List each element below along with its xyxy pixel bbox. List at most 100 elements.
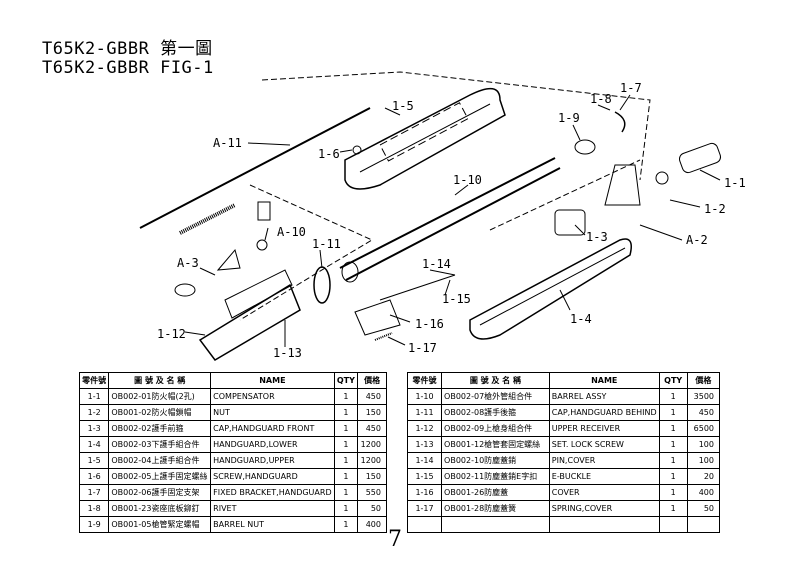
qty-cell: 1 xyxy=(658,484,688,501)
qty-cell: 1 xyxy=(333,388,359,405)
qty-cell: 1 xyxy=(333,404,359,421)
qty-cell: 1 xyxy=(333,500,359,517)
name-cell: PIN,COVER xyxy=(548,452,660,469)
code-name-cell: OB002-09上槍身組合件 xyxy=(441,420,550,437)
dust-cover xyxy=(354,299,401,336)
col-qty: QTY xyxy=(658,372,688,389)
code-name-cell: OB002-04上護手組合件 xyxy=(108,452,212,469)
price-cell: 400 xyxy=(686,484,721,501)
col-code-name: 圖 號 及 名 稱 xyxy=(441,372,550,389)
handguard-front-cap xyxy=(554,209,586,236)
callout-1-3: 1-3 xyxy=(586,230,608,244)
callout-1-8: 1-8 xyxy=(590,92,612,106)
name-cell: SET. LOCK SCREW xyxy=(548,436,660,453)
col-code-name: 圖 號 及 名 稱 xyxy=(108,372,212,389)
assembly-outline-right xyxy=(489,159,641,231)
price-cell: 150 xyxy=(357,404,387,421)
sight-screw xyxy=(256,239,268,251)
diagram-title-chinese: T65K2-GBBR 第一圖 xyxy=(42,39,213,59)
name-cell: COMPENSATOR xyxy=(210,388,335,405)
cover-pin xyxy=(379,274,456,301)
qty-cell: 1 xyxy=(658,436,688,453)
part-no-cell: 1-3 xyxy=(78,420,110,437)
callout-1-6: 1-6 xyxy=(318,147,340,161)
col-name: NAME xyxy=(548,372,660,389)
front-sight-base xyxy=(604,164,641,206)
qty-cell: 1 xyxy=(333,420,359,437)
code-name-cell: OB001-26防塵蓋 xyxy=(441,484,550,501)
callout-1-16: 1-16 xyxy=(415,317,444,331)
code-name-cell: OB002-03下護手組合件 xyxy=(108,436,212,453)
name-cell: COVER xyxy=(548,484,660,501)
name-cell: BARREL ASSY xyxy=(548,388,660,405)
name-cell: BARREL NUT xyxy=(210,516,335,533)
callout-a2: A-2 xyxy=(686,233,708,247)
callout-1-4: 1-4 xyxy=(570,312,592,326)
callout-a11: A-11 xyxy=(213,136,242,150)
part-no-cell: 1-15 xyxy=(406,468,443,485)
qty-cell: 1 xyxy=(658,468,688,485)
part-no-cell: 1-5 xyxy=(78,452,110,469)
price-cell xyxy=(686,516,721,533)
price-cell: 450 xyxy=(357,420,387,437)
cover-spring xyxy=(374,332,393,341)
code-name-cell: OB001-28防塵蓋簧 xyxy=(441,500,550,517)
callout-1-2: 1-2 xyxy=(704,202,726,216)
code-name-cell: OB002-08護手後箍 xyxy=(441,404,550,421)
callout-1-13: 1-13 xyxy=(273,346,302,360)
assembly-outline-top xyxy=(261,71,651,181)
rear-sight-aperture xyxy=(216,248,241,271)
code-name-cell: OB001-02防火帽鎖帽 xyxy=(108,404,212,421)
part-no-cell: 1-17 xyxy=(406,500,443,517)
code-name-cell xyxy=(441,516,550,533)
callout-1-12: 1-12 xyxy=(157,327,186,341)
callout-1-17: 1-17 xyxy=(408,341,437,355)
part-no-cell: 1-16 xyxy=(406,484,443,501)
name-cell: NUT xyxy=(210,404,335,421)
col-price: 價格 xyxy=(357,372,387,389)
price-cell: 150 xyxy=(357,468,387,485)
name-cell: HANDGUARD,UPPER xyxy=(210,452,335,469)
diagram-title-english: T65K2-GBBR FIG-1 xyxy=(42,58,214,78)
name-cell: UPPER RECEIVER xyxy=(548,420,660,437)
name-cell xyxy=(548,516,660,533)
part-no-cell: 1-2 xyxy=(78,404,110,421)
code-name-cell: OB002-06護手固定支架 xyxy=(108,484,212,501)
callout-1-1: 1-1 xyxy=(724,176,746,190)
code-name-cell: OB002-05上護手固定螺絲 xyxy=(108,468,212,485)
code-name-cell: OB002-10防塵蓋銷 xyxy=(441,452,550,469)
rod-spring xyxy=(179,203,236,235)
price-cell: 50 xyxy=(686,500,721,517)
qty-cell: 1 xyxy=(658,420,688,437)
assembly-outline-left xyxy=(239,184,374,321)
qty-cell: 1 xyxy=(658,388,688,405)
code-name-cell: OB002-01防火帽(2孔) xyxy=(108,388,212,405)
part-no-cell: 1-10 xyxy=(406,388,443,405)
col-part-no: 零件號 xyxy=(78,372,110,389)
qty-cell: 1 xyxy=(658,452,688,469)
part-no-cell xyxy=(406,516,443,533)
col-price: 價格 xyxy=(686,372,721,389)
code-name-cell: OB002-02護手前箍 xyxy=(108,420,212,437)
barrel-assembly xyxy=(339,157,561,283)
code-name-cell: OB002-11防塵蓋銷E字扣 xyxy=(441,468,550,485)
price-cell: 1200 xyxy=(357,452,387,469)
name-cell: CAP,HANDGUARD BEHIND xyxy=(548,404,660,421)
compensator xyxy=(678,142,722,174)
handguard-screw xyxy=(352,145,362,155)
name-cell: E-BUCKLE xyxy=(548,468,660,485)
part-no-cell: 1-12 xyxy=(406,420,443,437)
price-cell: 3500 xyxy=(686,388,721,405)
